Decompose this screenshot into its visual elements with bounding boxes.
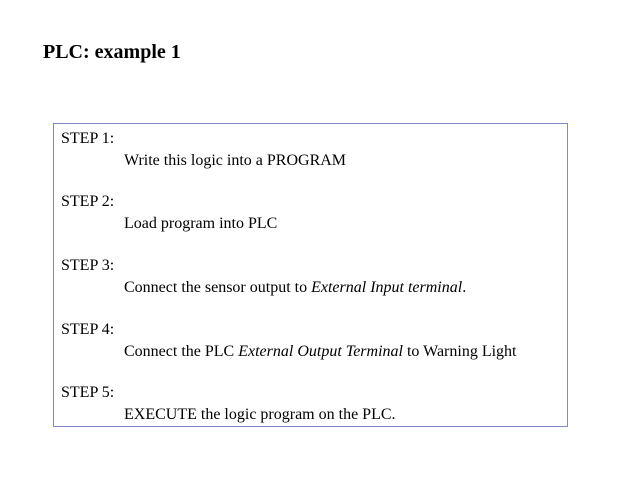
step-description: Load program into PLC — [61, 213, 566, 235]
step-description: Connect the PLC External Output Terminal… — [61, 341, 566, 363]
step-text: Connect the PLC — [124, 343, 239, 360]
step-description: Write this logic into a PROGRAM — [61, 150, 566, 172]
step-2: STEP 2: Load program into PLC — [61, 191, 566, 235]
step-text: Load program into PLC — [124, 215, 278, 232]
step-description: Connect the sensor output to External In… — [61, 277, 566, 299]
step-description: EXECUTE the logic program on the PLC. — [61, 404, 566, 426]
step-4: STEP 4: Connect the PLC External Output … — [61, 319, 566, 363]
step-label: STEP 2: — [61, 193, 115, 210]
step-label: STEP 4: — [61, 321, 115, 338]
step-label: STEP 3: — [61, 257, 115, 274]
step-3: STEP 3: Connect the sensor output to Ext… — [61, 255, 566, 299]
step-label: STEP 1: — [61, 130, 115, 147]
step-1: STEP 1: Write this logic into a PROGRAM — [61, 128, 566, 172]
step-text-end: to Warning Light — [402, 343, 517, 360]
slide-title: PLC: example 1 — [43, 41, 181, 63]
step-text-end: . — [462, 279, 467, 296]
step-text: Connect the sensor output to — [124, 279, 312, 296]
step-text: EXECUTE the logic program on the PLC. — [124, 406, 396, 423]
step-text-italic: External Output Terminal — [238, 343, 403, 360]
step-text: Write this logic into a PROGRAM — [124, 152, 347, 169]
step-label: STEP 5: — [61, 384, 115, 401]
step-5: STEP 5: EXECUTE the logic program on the… — [61, 382, 566, 426]
steps-box: STEP 1: Write this logic into a PROGRAM … — [53, 123, 568, 427]
step-text-italic: External Input terminal — [311, 279, 463, 296]
